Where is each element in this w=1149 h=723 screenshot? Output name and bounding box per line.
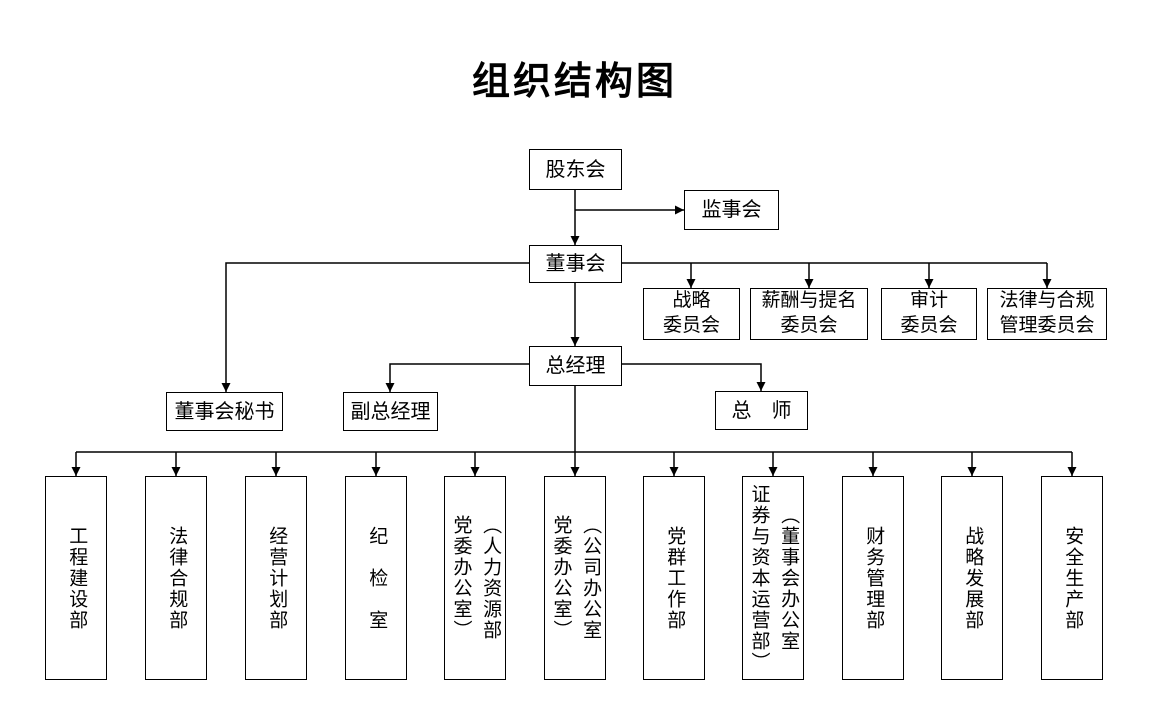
dept-label: 工程建设部 [66, 525, 88, 631]
edge-gm-chief-engineer [622, 363, 766, 391]
dept-safety-production: 安全生产部 [1041, 476, 1103, 680]
dept-label: 纪 检 室 [366, 525, 388, 631]
node-supervisory-board: 监事会 [684, 190, 779, 230]
dept-party-committee-office-company: （公司办公室 党委办公室） [544, 476, 606, 680]
node-strategy-committee: 战略 委员会 [643, 288, 740, 340]
dept-label: 经营计划部 [266, 525, 288, 631]
edge-gm-deputy [385, 363, 529, 392]
dept-party-mass-work: 党群工作部 [643, 476, 705, 680]
chart-title: 组织结构图 [471, 61, 678, 103]
committee-label-line1: 战略 [672, 290, 711, 312]
node-label: 股东会 [545, 158, 606, 181]
dept-label-column: 党委办公室） [550, 515, 572, 641]
node-board-secretary: 董事会秘书 [166, 392, 283, 431]
node-label: 总 师 [731, 399, 792, 422]
dept-financial-management: 财务管理部 [842, 476, 904, 680]
dept-label-column: 党委办公室） [450, 515, 472, 641]
committee-label-line1: 法律与合规 [999, 290, 1095, 312]
node-label: 总经理 [545, 355, 606, 377]
node-board-of-directors: 董事会 [529, 245, 622, 283]
dept-securities-capital-operation: （董事会办公室 证券与资本运营部） [742, 476, 804, 680]
committee-label-line1: 薪酬与提名 [761, 290, 857, 312]
node-chief-engineer: 总 师 [715, 391, 808, 430]
node-deputy-general-manager: 副总经理 [343, 392, 438, 431]
committee-label-line2: 委员会 [780, 315, 838, 336]
node-label: 副总经理 [350, 400, 431, 423]
dept-label: 安全生产部 [1062, 525, 1084, 631]
committee-label-line1: 审计 [909, 290, 948, 312]
dept-label: 财务管理部 [863, 525, 885, 631]
committee-label-line2: 管理委员会 [999, 315, 1095, 336]
node-remuneration-nomination-committee: 薪酬与提名 委员会 [750, 288, 868, 340]
dept-strategic-development: 战略发展部 [941, 476, 1003, 680]
dept-label: 党群工作部 [664, 525, 686, 631]
dept-engineering-construction: 工程建设部 [45, 476, 107, 680]
dept-label: 法律合规部 [166, 525, 188, 631]
edge-board-secretary [221, 262, 529, 392]
node-shareholders-meeting: 股东会 [529, 149, 622, 190]
dept-label-column: （公司办公室 [580, 515, 602, 641]
dept-label: 战略发展部 [962, 525, 984, 631]
node-label: 董事会秘书 [174, 400, 275, 423]
dept-label-column: 证券与资本运营部） [748, 483, 770, 673]
dept-operation-planning: 经营计划部 [245, 476, 307, 680]
dept-label-column: （人力资源部 [480, 515, 502, 641]
dept-discipline-inspection-office: 纪 检 室 [345, 476, 407, 680]
committee-label-line2: 委员会 [662, 315, 720, 336]
dept-legal-compliance: 法律合规部 [145, 476, 207, 680]
node-legal-compliance-committee: 法律与合规 管理委员会 [987, 288, 1107, 340]
node-label: 监事会 [701, 199, 762, 221]
node-audit-committee: 审计 委员会 [881, 288, 977, 340]
node-general-manager: 总经理 [529, 346, 622, 386]
dept-party-committee-office-hr: （人力资源部 党委办公室） [444, 476, 506, 680]
dept-label-column: （董事会办公室 [778, 504, 800, 652]
committee-label-line2: 委员会 [900, 315, 958, 336]
node-label: 董事会 [545, 253, 606, 275]
